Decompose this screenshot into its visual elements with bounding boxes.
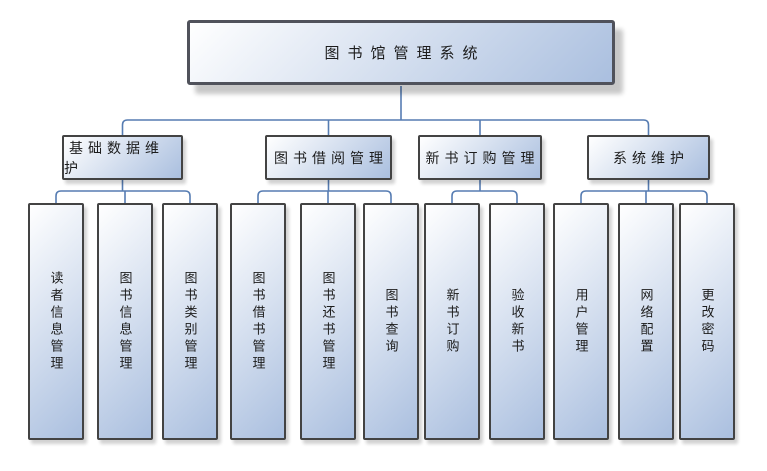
leaf-label: 更改密码 <box>699 287 715 356</box>
leaf-label: 读者信息管理 <box>48 270 64 373</box>
leaf-book-info-management: 图书信息管理 <box>97 203 153 440</box>
leaf-change-password: 更改密码 <box>679 203 735 440</box>
connector-root-bracket <box>121 119 650 135</box>
branch-label: 基础数据维护 <box>64 141 164 177</box>
leaf-book-category-management: 图书类别管理 <box>162 203 218 440</box>
branch-label: 系统维护 <box>613 151 689 167</box>
branch-label: 图书借阅管理 <box>274 151 388 167</box>
root-node-label: 图书馆管理系统 <box>324 46 486 62</box>
leaf-reader-info-management: 读者信息管理 <box>28 203 84 440</box>
leaf-label: 新书订购 <box>444 287 460 356</box>
leaf-book-return-management: 图书还书管理 <box>300 203 356 440</box>
leaf-label: 图书信息管理 <box>117 270 133 373</box>
leaf-label: 图书查询 <box>383 287 399 356</box>
leaf-label: 图书还书管理 <box>320 270 336 373</box>
leaf-accept-new-books: 验收新书 <box>489 203 545 440</box>
leaf-label: 用户管理 <box>573 287 589 356</box>
connector-g2-bracket <box>257 190 392 203</box>
leaf-book-lending-management: 图书借书管理 <box>230 203 286 440</box>
leaf-book-search: 图书查询 <box>363 203 419 440</box>
leaf-new-book-order: 新书订购 <box>424 203 480 440</box>
leaf-network-configuration: 网络配置 <box>618 203 674 440</box>
branch-system-maintenance: 系统维护 <box>587 135 710 180</box>
connector-g4-bracket <box>580 190 708 203</box>
branch-new-book-ordering-management: 新书订购管理 <box>418 135 542 180</box>
connector-g1-bracket <box>55 190 191 203</box>
leaf-label: 图书借书管理 <box>250 270 266 373</box>
branch-book-borrowing-management: 图书借阅管理 <box>265 135 392 180</box>
branch-label: 新书订购管理 <box>425 151 540 167</box>
branch-basic-data-maintenance: 基础数据维护 <box>62 135 183 180</box>
connector-g3-bracket <box>451 190 518 203</box>
leaf-label: 图书类别管理 <box>182 270 198 373</box>
leaf-label: 网络配置 <box>638 287 654 356</box>
leaf-label: 验收新书 <box>509 287 525 356</box>
root-node-library-management-system: 图书馆管理系统 <box>187 20 615 85</box>
leaf-user-management: 用户管理 <box>553 203 609 440</box>
